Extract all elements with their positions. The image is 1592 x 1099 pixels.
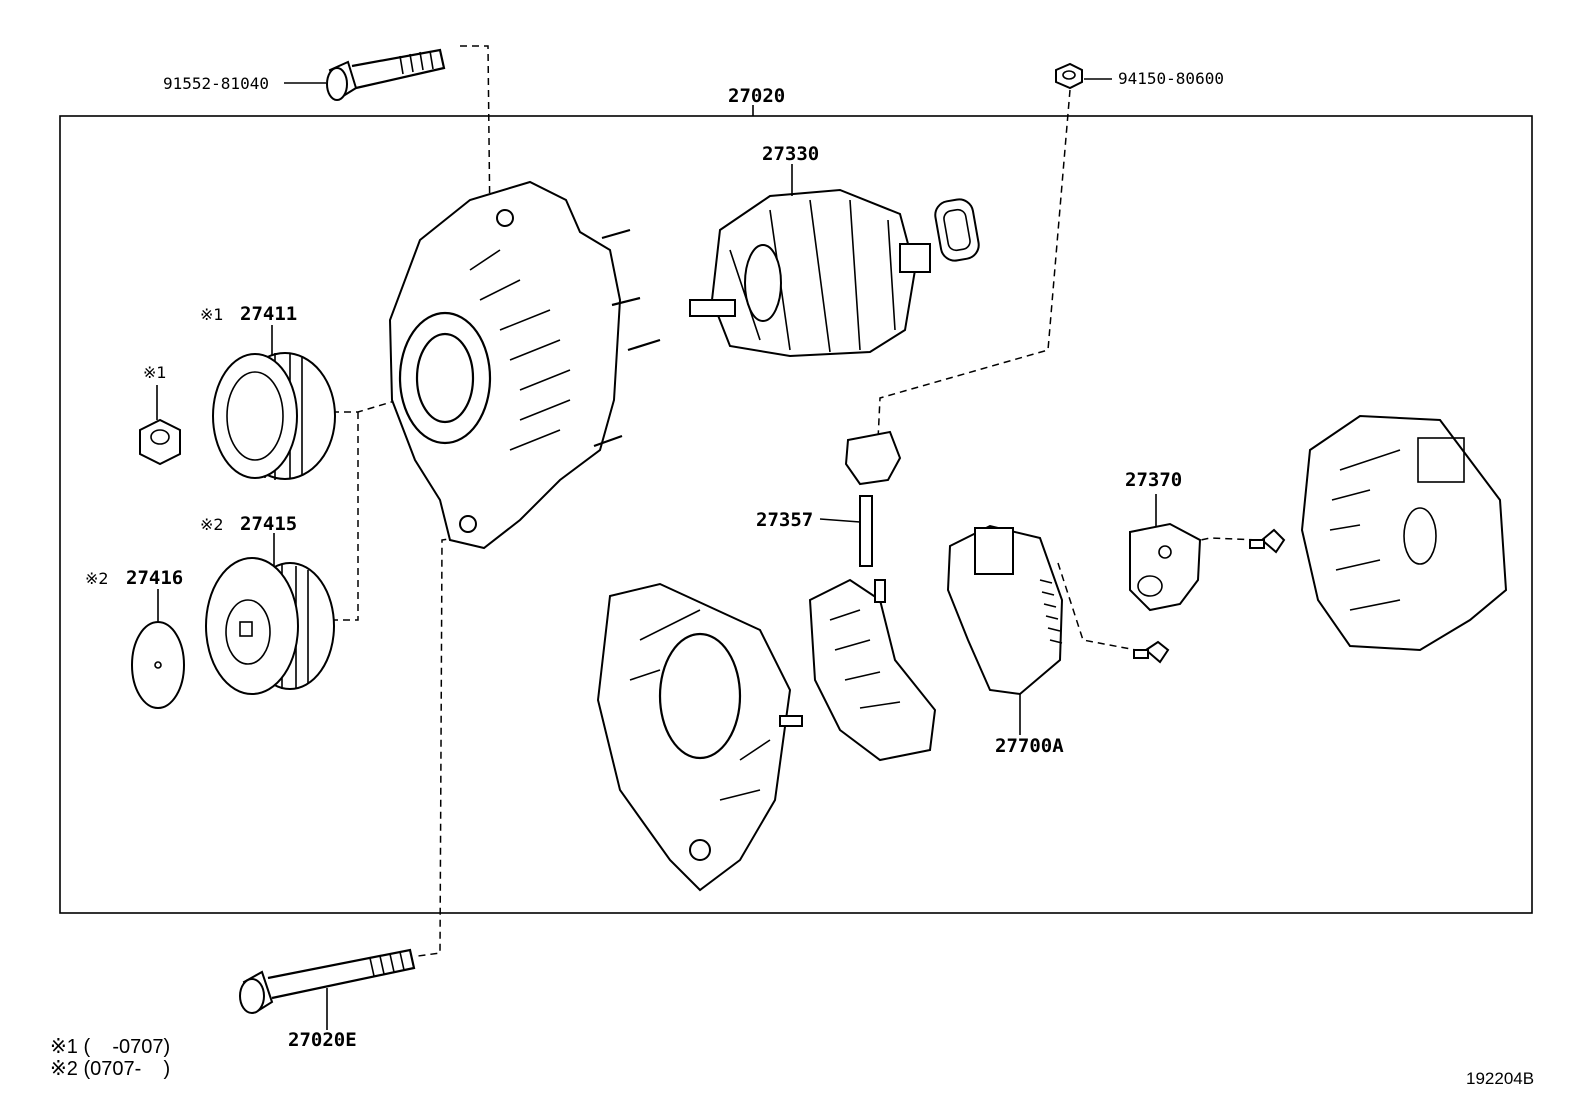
terminal-insulator-label: 27357 xyxy=(756,509,813,531)
rear-cover-part xyxy=(1300,414,1508,652)
assembly-label: 27020 xyxy=(728,85,785,107)
pulley-a-part xyxy=(212,352,336,480)
note-1: ※1 ( -0707) xyxy=(50,1036,170,1058)
regulator-label: 27700A xyxy=(995,735,1064,757)
through-bolt-label: 27020E xyxy=(288,1029,357,1051)
nut-a-mark: ※1 xyxy=(143,363,167,382)
bolt-top-part xyxy=(326,48,446,101)
rear-end-frame-part xyxy=(596,582,803,892)
brush-holder-label: 27370 xyxy=(1125,469,1182,491)
pulley-b-mark: ※2 xyxy=(200,515,224,534)
cap-label: 27416 xyxy=(126,567,183,589)
cap-mark: ※2 xyxy=(85,569,109,588)
pulley-b-part xyxy=(205,557,335,695)
nut-a-part xyxy=(139,418,181,466)
pulley-a-label: 27411 xyxy=(240,303,297,325)
assembly-frame xyxy=(59,115,1533,914)
pulley-b-label: 27415 xyxy=(240,513,297,535)
terminal-insulator-part xyxy=(844,430,902,567)
brush-holder-part xyxy=(1129,522,1202,612)
rotor-part xyxy=(689,188,931,358)
pulley-a-mark: ※1 xyxy=(200,305,224,324)
regulator-part xyxy=(946,524,1064,696)
note-2: ※2 (0707- ) xyxy=(50,1058,170,1080)
terminal-insulator-leader xyxy=(819,518,861,523)
washer-ring-part xyxy=(934,198,980,262)
drive-end-frame-part xyxy=(388,180,661,550)
rotor-label: 27330 xyxy=(762,143,819,165)
screw-parts xyxy=(1133,528,1286,664)
figure-id: 192204B xyxy=(1466,1069,1534,1088)
bolt-top-label: 91552-81040 xyxy=(163,74,269,93)
nut-top-label: 94150-80600 xyxy=(1118,69,1224,88)
rectifier-part xyxy=(808,578,937,762)
through-bolt-part xyxy=(239,948,416,1014)
cap-part xyxy=(131,621,185,709)
nut-top-part xyxy=(1055,62,1083,90)
